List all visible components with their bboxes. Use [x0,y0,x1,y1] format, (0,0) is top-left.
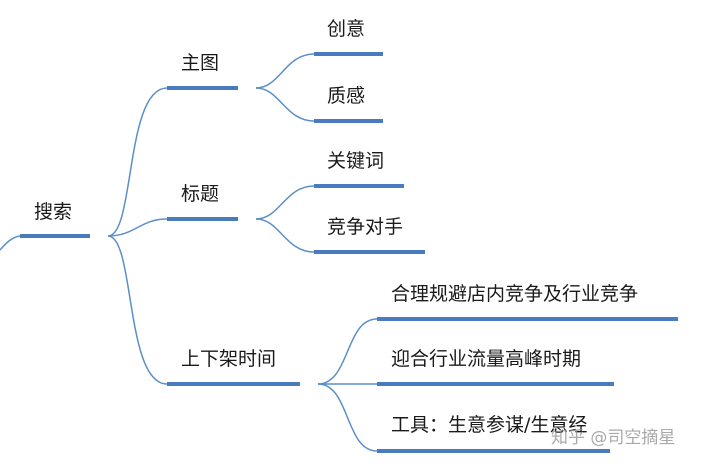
leaf-node-2-2: 竞争对手 [327,216,404,238]
branch-node-1: 主图 [181,52,220,74]
leaf-node-2-1: 关键词 [327,150,385,172]
leaf-node-3-1: 合理规避店内竞争及行业竞争 [391,283,639,305]
leaf-node-1-1: 创意 [327,18,366,40]
connector-root-branch-2 [107,218,168,237]
connector-incoming [0,235,21,251]
connector-branch-2-child-2 [255,218,315,253]
branch-node-3: 上下架时间 [181,348,277,370]
branch-node-2: 标题 [181,183,220,205]
leaf-node-1-2: 质感 [327,85,366,107]
leaf-node-3-2: 迎合行业流量高峰时期 [391,348,582,370]
connector-branch-1-child-1 [255,53,315,89]
connector-branch-3-child-1 [317,318,378,385]
connector-branch-2-child-1 [255,185,315,220]
connector-branch-3-child-3 [317,383,378,452]
root-node: 搜索 [34,201,73,223]
connector-branch-1-child-2 [255,87,315,122]
watermark-text: 知乎 @司空摘星 [551,428,676,448]
connector-root-branch-3 [107,235,168,385]
connector-root-branch-1 [107,87,168,237]
leaf-node-3-3: 工具：生意参谋/生意经 [391,414,588,436]
